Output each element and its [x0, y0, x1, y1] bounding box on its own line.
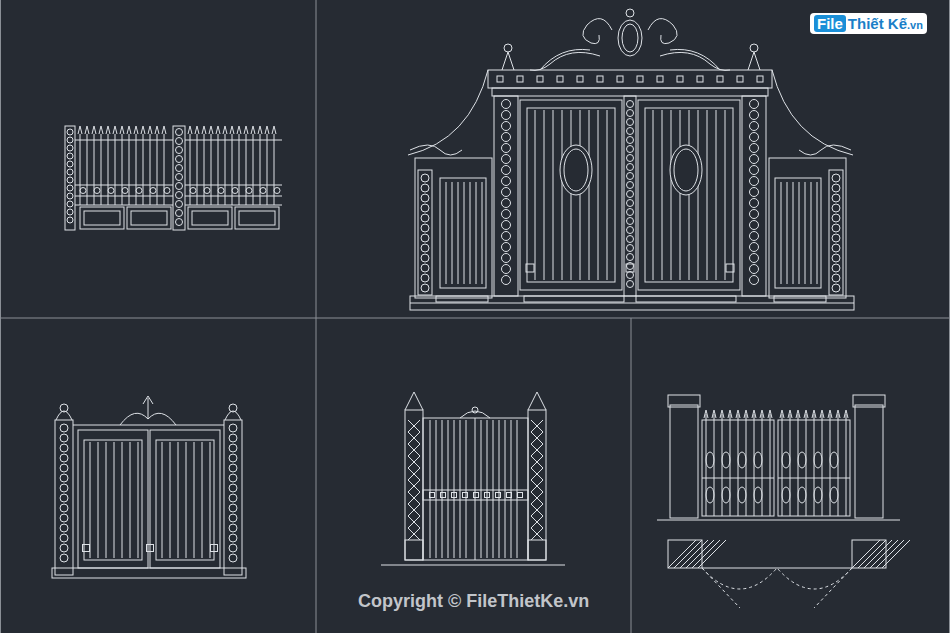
logo-text: File	[814, 15, 846, 32]
logo: FileThiết Kế.vn	[810, 13, 927, 34]
gate-linework	[52, 9, 910, 608]
logo-text: Thiết Kế	[846, 15, 907, 32]
logo-text: .vn	[907, 19, 923, 31]
copyright-watermark: Copyright © FileThietKe.vn	[358, 591, 589, 612]
